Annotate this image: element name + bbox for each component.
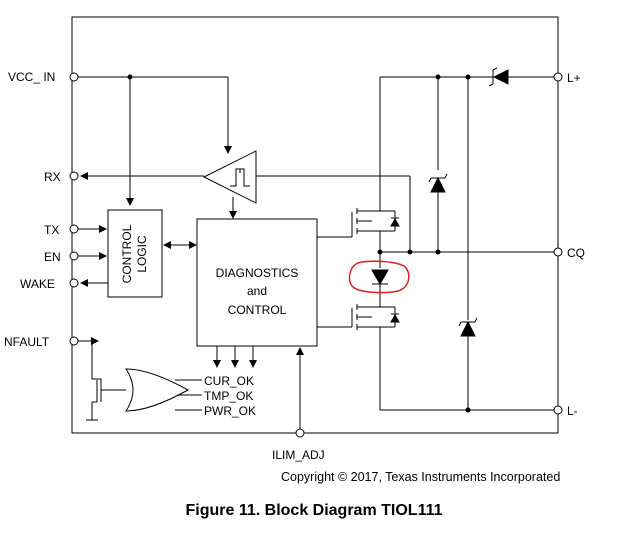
l-plus-wiring xyxy=(380,68,554,86)
label-l-minus: L- xyxy=(567,404,578,418)
label-rx: RX xyxy=(44,170,61,184)
input-cur-ok: CUR_OK xyxy=(204,374,254,388)
control-logic-label-line1: CONTROL xyxy=(120,224,134,283)
pin-ilim-adj[interactable] xyxy=(296,429,304,437)
label-l-plus: L+ xyxy=(567,71,581,85)
high-side-mosfet xyxy=(317,77,399,252)
control-logic-label-line2: LOGIC xyxy=(135,235,149,273)
pin-rx[interactable] xyxy=(70,172,78,180)
pin-vcc-in[interactable] xyxy=(70,73,78,81)
label-vcc-in: VCC_ IN xyxy=(8,70,55,84)
low-side-mosfet xyxy=(317,300,399,410)
diag-output-arrows xyxy=(213,346,257,368)
label-wake: WAKE xyxy=(20,277,55,291)
pin-l-minus[interactable] xyxy=(554,406,562,414)
pin-l-plus[interactable] xyxy=(554,73,562,81)
figure-caption: Figure 11. Block Diagram TIOL111 xyxy=(185,502,443,519)
supply-zener xyxy=(459,77,477,410)
copyright-text: Copyright © 2017, Texas Instruments Inco… xyxy=(281,470,561,484)
cq-zener-upper xyxy=(429,77,447,252)
diag-label-line3: CONTROL xyxy=(228,303,287,317)
pin-cq[interactable] xyxy=(554,248,562,256)
input-pwr-ok: PWR_OK xyxy=(204,404,256,418)
or-gate xyxy=(126,369,188,411)
diagnostics-control-block xyxy=(197,219,317,346)
cq-wiring xyxy=(372,252,554,300)
vcc-in-wiring xyxy=(78,77,232,206)
control-logic-block xyxy=(108,210,162,297)
pin-nfault[interactable] xyxy=(70,337,78,345)
label-tx: TX xyxy=(44,223,59,237)
label-en: EN xyxy=(44,250,61,264)
control-logic-io xyxy=(78,225,197,287)
highlight-circle xyxy=(349,261,408,292)
rx-wiring xyxy=(80,172,410,252)
label-cq: CQ xyxy=(567,246,585,260)
pin-en[interactable] xyxy=(70,252,78,260)
pin-tx[interactable] xyxy=(70,225,78,233)
diag-label-line1: DIAGNOSTICS xyxy=(216,266,299,280)
or-gate-inputs xyxy=(175,380,202,410)
label-nfault: NFAULT xyxy=(4,335,50,349)
label-ilim-adj: ILIM_ADJ xyxy=(272,448,325,462)
nfault-transistor xyxy=(78,337,126,420)
diag-label-line2: and xyxy=(247,284,267,298)
input-tmp-ok: TMP_OK xyxy=(204,389,253,403)
rx-comparator xyxy=(204,151,256,203)
pin-wake[interactable] xyxy=(70,279,78,287)
